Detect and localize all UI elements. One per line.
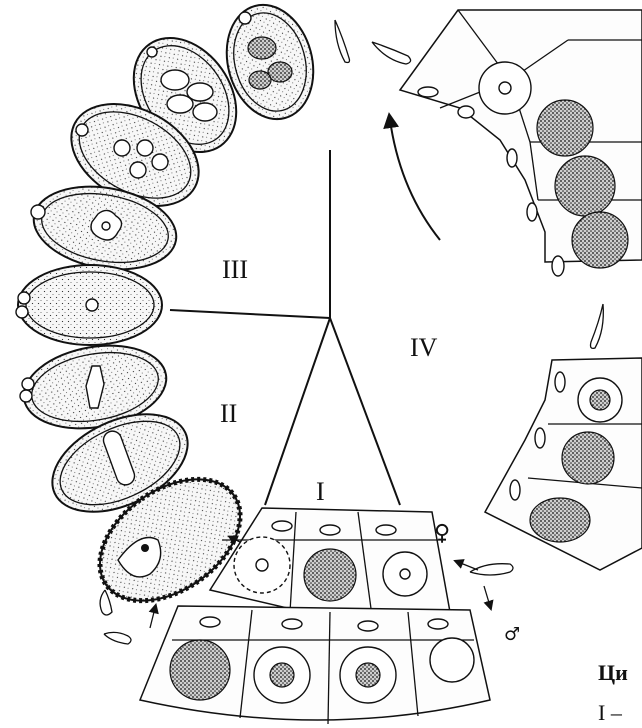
zone-label-iii: III (222, 255, 248, 284)
zone-dividers (170, 150, 400, 505)
middle-right-cell-band (485, 358, 642, 570)
lower-outer-cell-band (140, 606, 490, 724)
zone-label-ii: II (220, 399, 237, 428)
male-symbol: ♂ (504, 624, 520, 645)
zone-label-iv: IV (410, 333, 438, 362)
lower-inner-cell-band (210, 508, 450, 618)
zone-label-i: I (316, 477, 325, 506)
caption-fragment: Ци (598, 660, 628, 685)
caption-fragment-2: I – (598, 700, 623, 725)
egg-pronucleus-stage (16, 265, 162, 345)
